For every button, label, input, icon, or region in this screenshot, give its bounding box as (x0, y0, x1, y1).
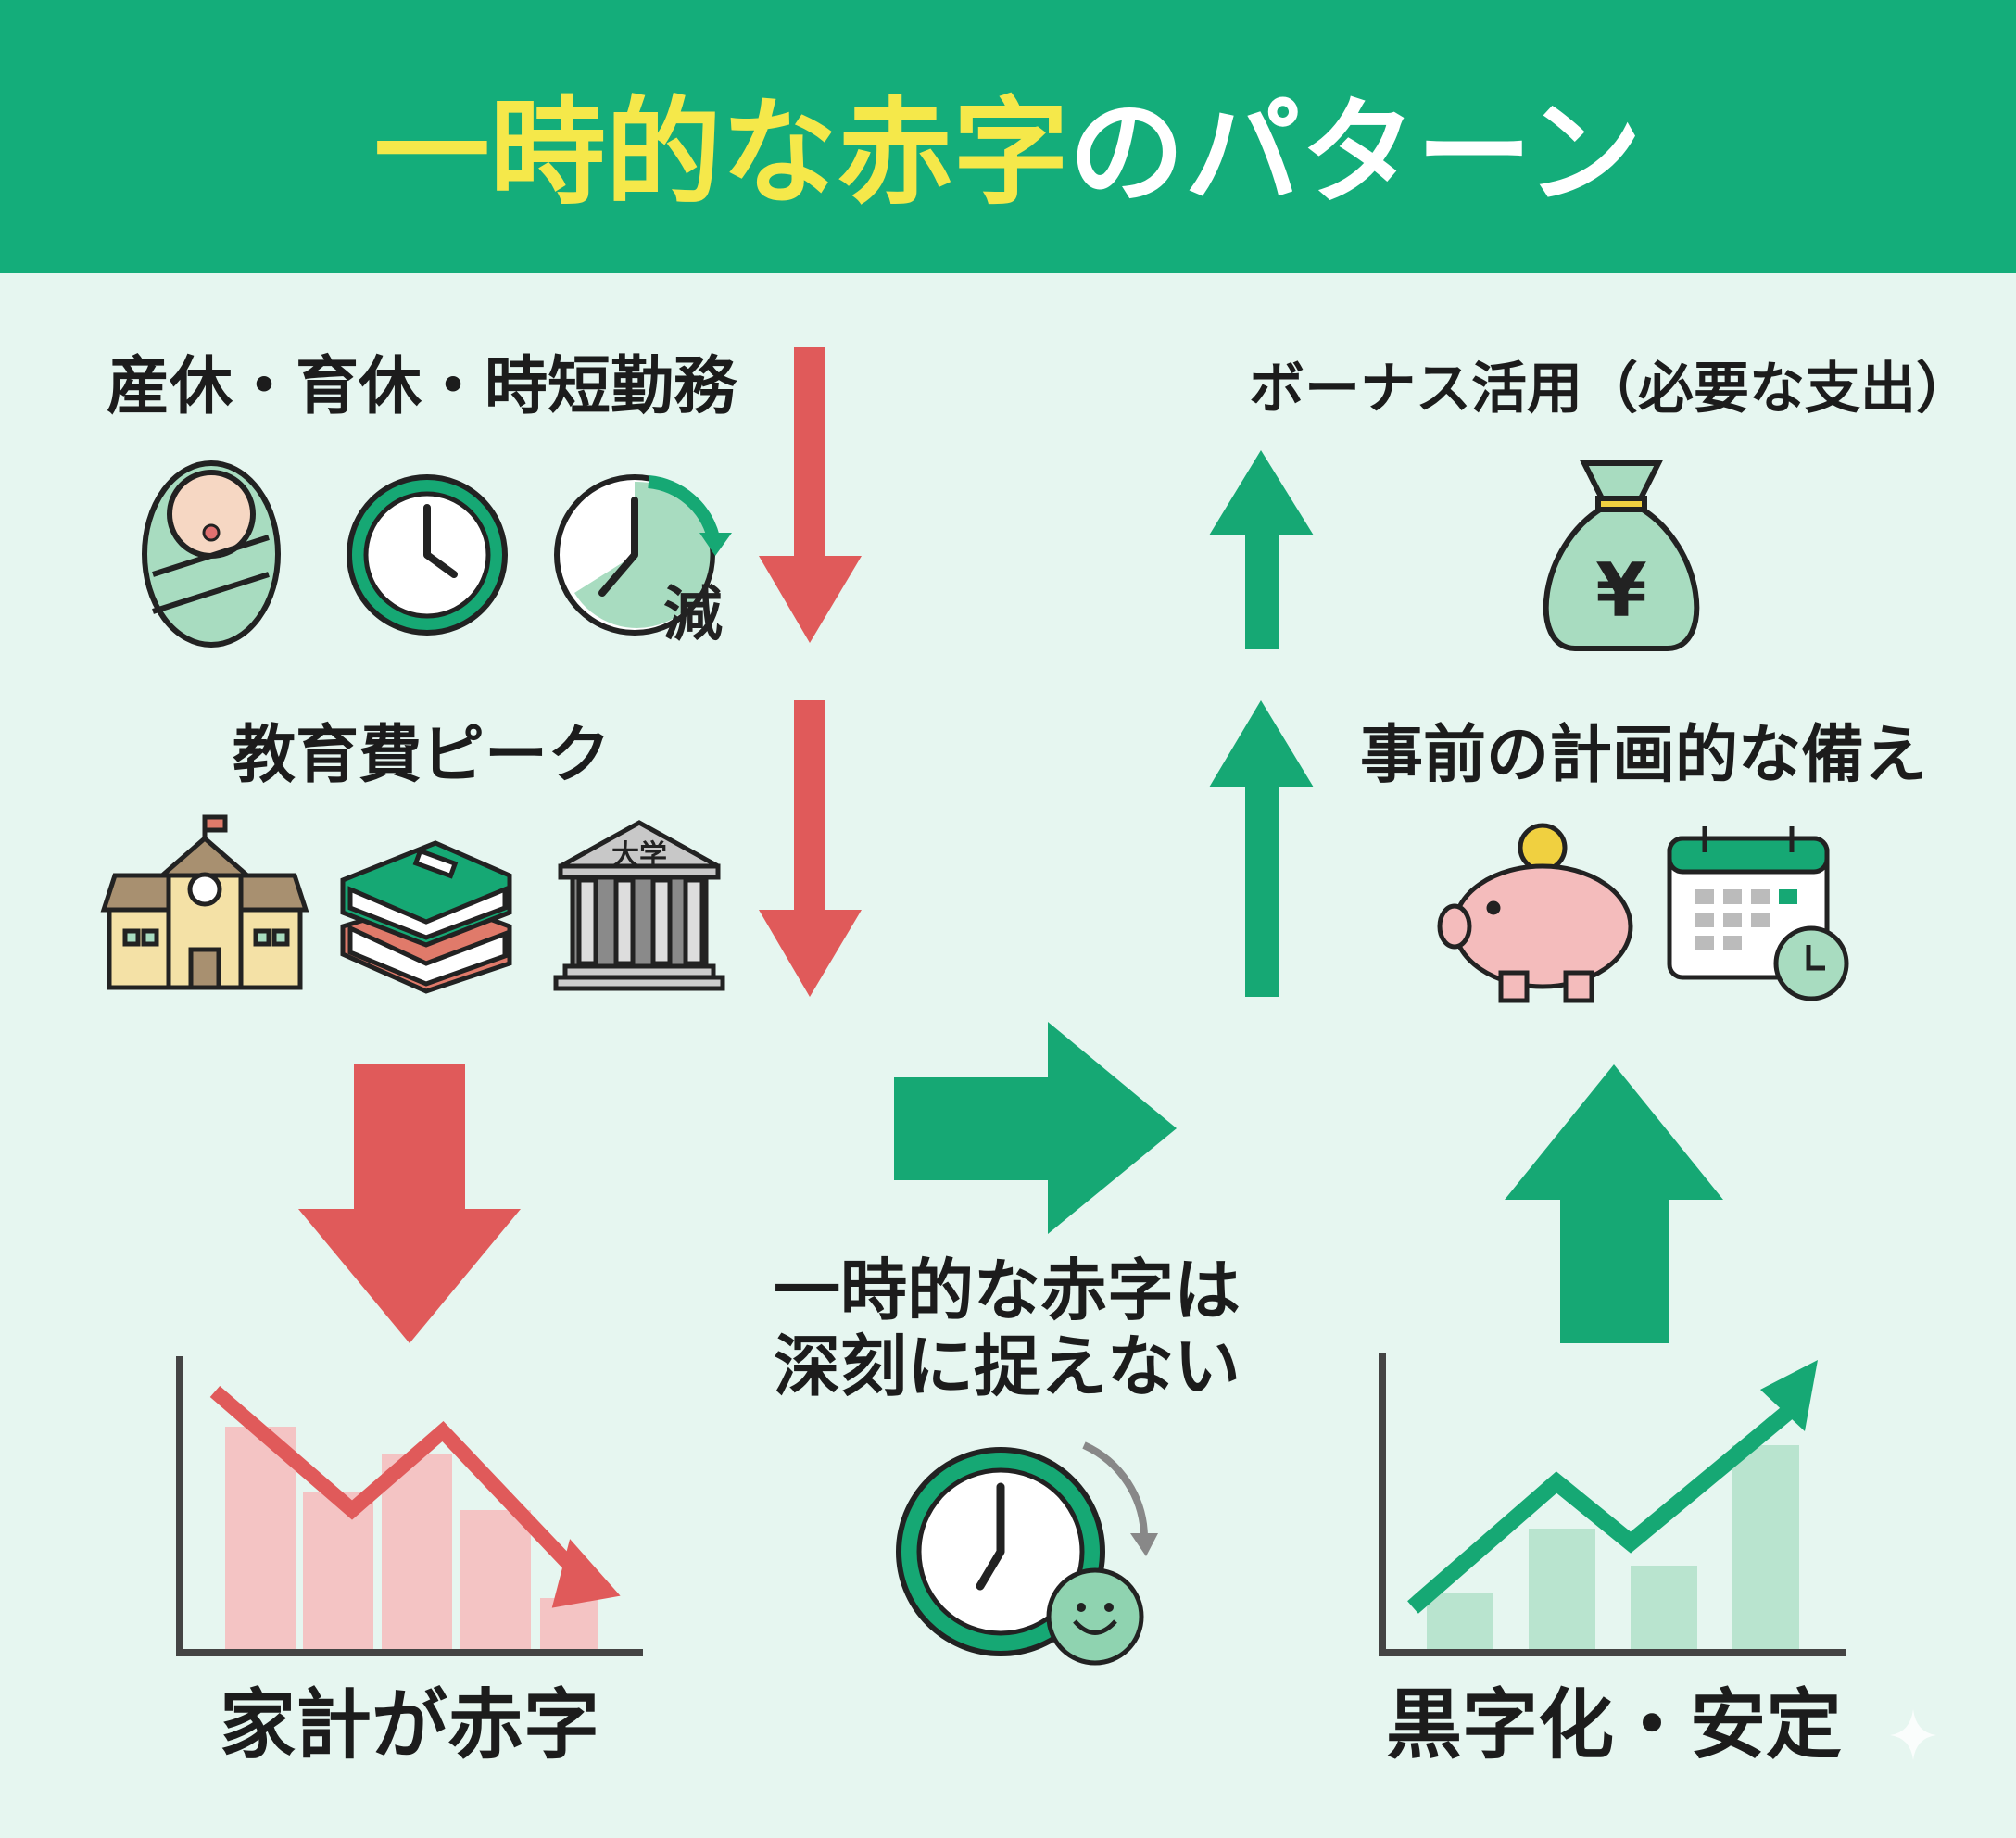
up-arrow-1 (1209, 450, 1314, 649)
right-arrow (894, 1022, 1177, 1234)
money-bag-icon: ¥ (1543, 460, 1700, 651)
cause-leave-label: 産休・育休・時短勤務 (107, 350, 737, 423)
baby-icon (142, 460, 281, 648)
message-line-2: 深刻に捉えない (774, 1328, 1241, 1405)
books-icon (340, 840, 512, 994)
page-title: 一時的な赤字のパターン (374, 86, 1643, 220)
header-bar (0, 0, 2016, 273)
school-icon (100, 814, 309, 990)
university-sign: 大学 (611, 839, 667, 872)
surplus-chart-icon (1379, 1353, 1846, 1656)
sparkle-icon (1890, 1709, 1936, 1760)
piggy-bank-icon (1437, 823, 1633, 1003)
bonus-label: ボーナス活用（必要な支出） (1249, 357, 1972, 422)
big-down-arrow (298, 1064, 521, 1343)
clock-icon (346, 474, 508, 636)
surplus-result-label: 黒字化・安定 (1386, 1681, 1842, 1769)
yen-symbol: ¥ (1595, 548, 1647, 634)
deficit-result-label: 家計が赤字 (220, 1681, 599, 1769)
cause-education-label: 教育費ピーク (233, 719, 611, 792)
title-highlight: 一時的な赤字 (374, 86, 1069, 220)
university-icon: 大学 (553, 820, 725, 991)
big-up-arrow (1505, 1064, 1723, 1343)
reduce-badge: 減 (663, 581, 723, 649)
preparation-label: 事前の計画的な備え (1360, 719, 1927, 792)
down-arrow-1 (759, 347, 862, 643)
clock-smile-icon (896, 1441, 1158, 1666)
calendar-icon (1667, 826, 1849, 1001)
reduced-time-clock-icon: 減 (554, 474, 732, 649)
message-line-1: 一時的な赤字は (774, 1252, 1241, 1329)
down-arrow-2 (759, 700, 862, 997)
title-rest: のパターン (1069, 86, 1643, 220)
up-arrow-2 (1209, 700, 1314, 997)
deficit-chart-icon (176, 1356, 643, 1656)
